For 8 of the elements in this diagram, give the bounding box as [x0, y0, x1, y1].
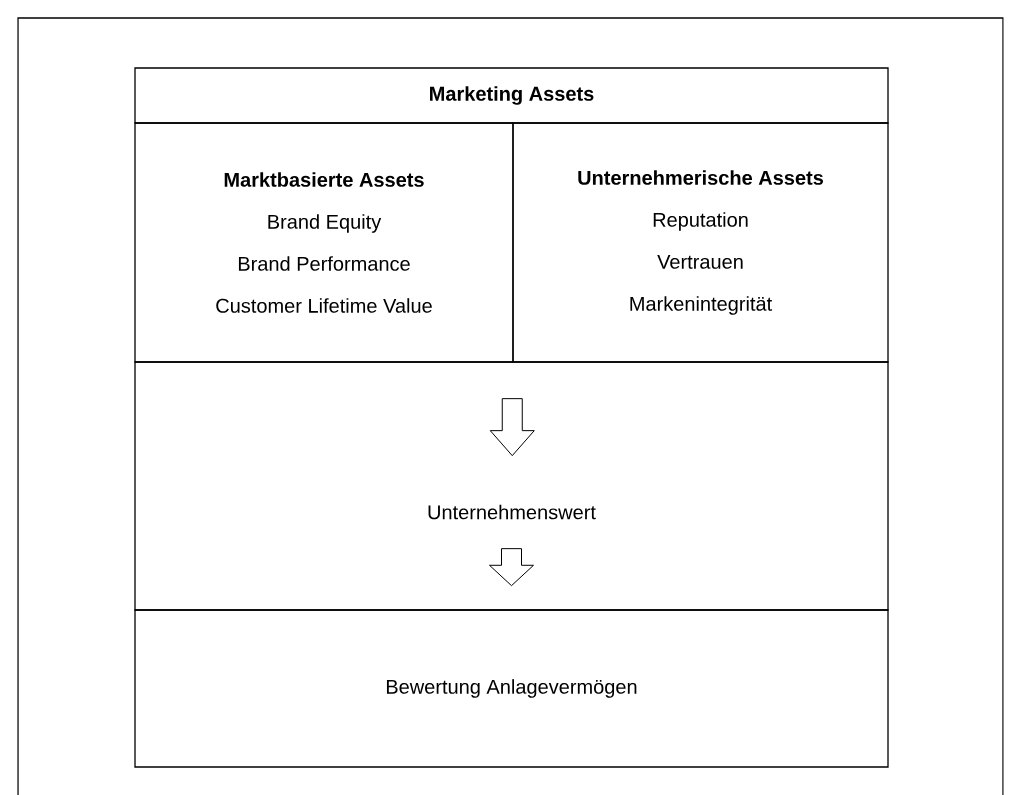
value-text: Unternehmenswert — [428, 504, 596, 520]
hollow-arrow — [489, 548, 534, 587]
title-band: Marketing Assets — [134, 67, 889, 124]
category-box: Marktbasierte Assets Brand Equity Brand Performance Customer Lifetime Value — [134, 122, 514, 363]
hollow-arrow — [489, 398, 535, 457]
category-box: Unternehmerische Assets Reputation Vertrauen Markenintegrität — [512, 122, 889, 363]
band — [134, 361, 889, 611]
result-band: Bewertung Anlagevermögen — [134, 609, 889, 768]
